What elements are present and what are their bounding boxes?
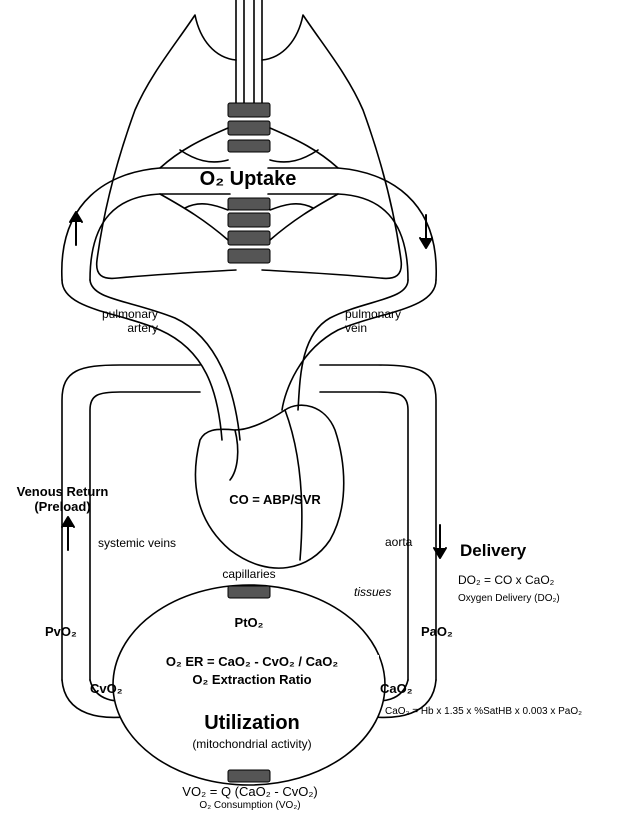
- venous-return-label: Venous Return (Preload): [5, 485, 120, 515]
- mitochondrial-activity-label: (mitochondrial activity): [170, 738, 334, 752]
- pulmonary-vein-label: pulmonary vein: [345, 308, 425, 336]
- aorta-label: aorta: [385, 536, 412, 550]
- pao2-label: PaO₂: [421, 625, 453, 640]
- tissues-label: tissues: [354, 586, 391, 600]
- vo2-caption: O₂ Consumption (VO₂): [160, 800, 340, 812]
- pulmonary-artery-label: pulmonary artery: [88, 308, 158, 336]
- pto2-label: PtO₂: [223, 616, 275, 631]
- o2-extraction-caption: O₂ Extraction Ratio: [145, 673, 359, 688]
- systemic-veins-label: systemic veins: [98, 537, 176, 551]
- do2-formula: DO₂ = CO x CaO₂: [458, 574, 554, 588]
- delivery-label: Delivery: [460, 541, 526, 561]
- pvo2-label: PvO₂: [45, 625, 77, 640]
- o2-uptake-label: O₂ Uptake: [178, 168, 318, 191]
- cvo2-label: CvO₂: [90, 682, 123, 697]
- capillaries-label: capillaries: [209, 568, 289, 582]
- do2-caption: Oxygen Delivery (DO₂): [458, 593, 560, 605]
- utilization-label: Utilization: [190, 712, 314, 735]
- cardiac-output-formula: CO = ABP/SVR: [215, 493, 335, 508]
- cao2-label: CaO₂: [380, 682, 413, 697]
- heart: [195, 405, 343, 568]
- trachea: [236, 0, 262, 105]
- o2-extraction-formula: O₂ ER = CaO₂ - CvO₂ / CaO₂: [125, 655, 379, 670]
- cao2-formula: CaO₂ = Hb x 1.35 x %SatHB x 0.003 x PaO₂: [385, 706, 582, 718]
- vo2-formula: VO₂ = Q (CaO₂ - CvO₂): [150, 785, 350, 800]
